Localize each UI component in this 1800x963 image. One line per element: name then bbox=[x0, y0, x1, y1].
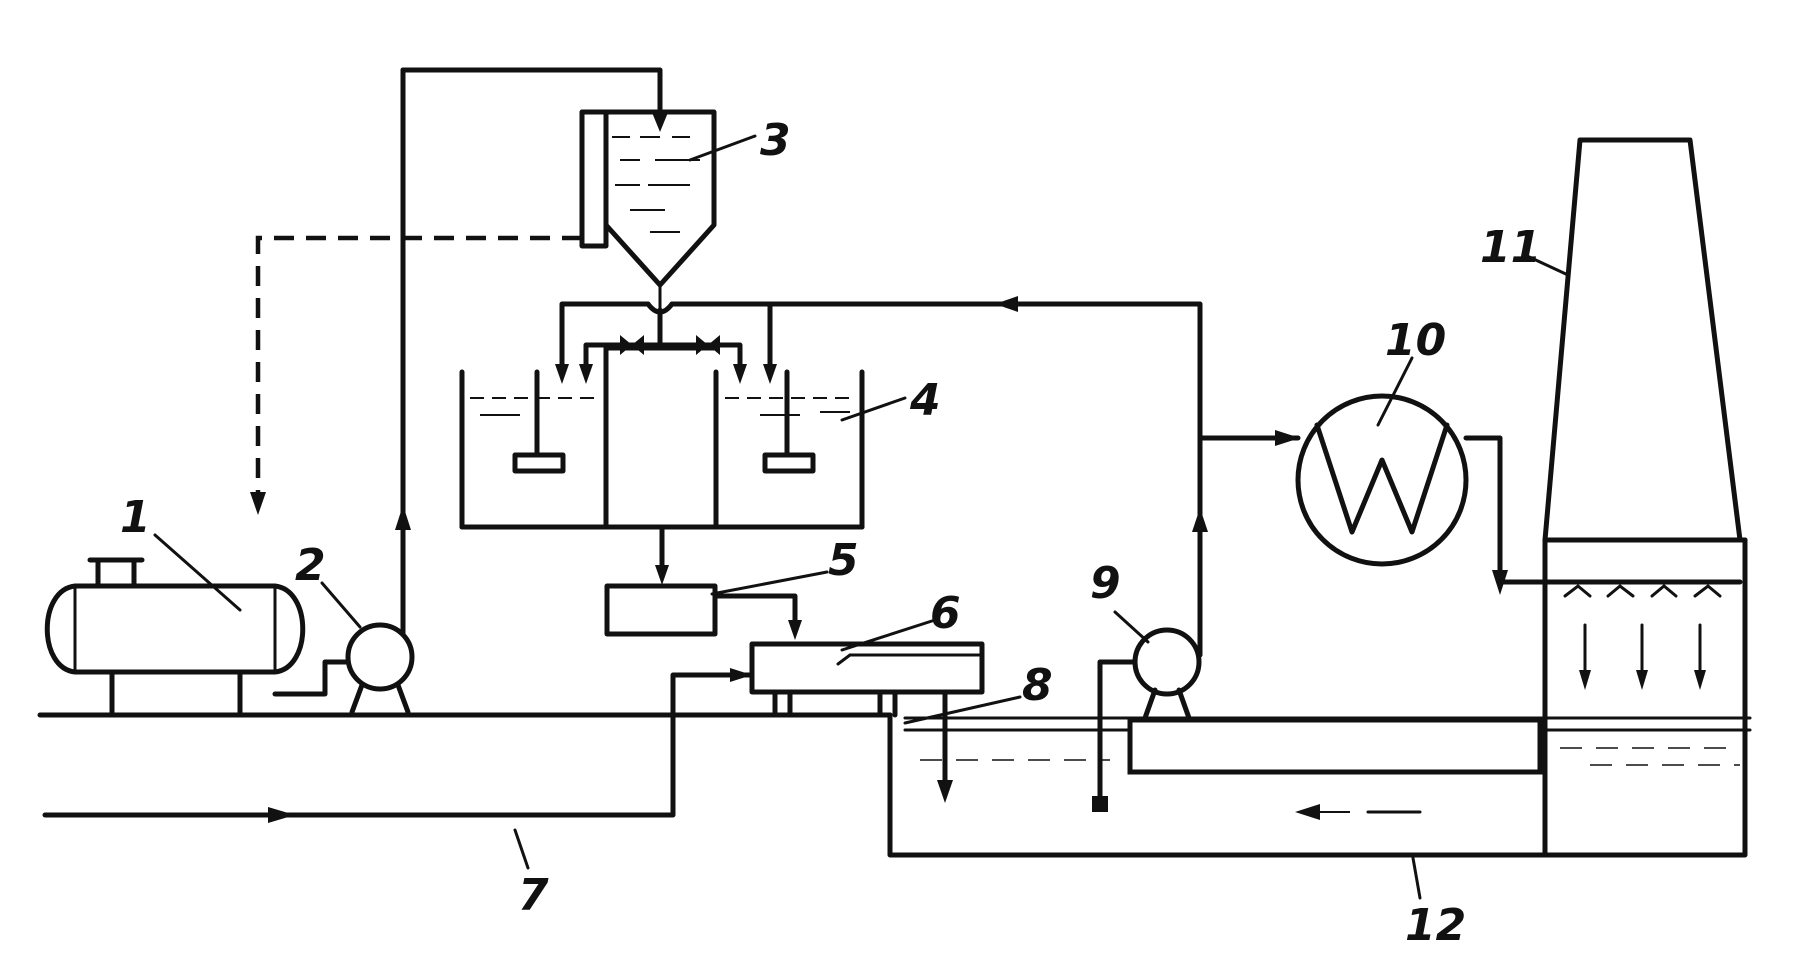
callout-9: 9 bbox=[1090, 558, 1121, 609]
feed-pump bbox=[272, 67, 669, 715]
collector-box bbox=[604, 583, 802, 640]
cooling-tower bbox=[1542, 137, 1748, 858]
callout-11: 11 bbox=[1480, 222, 1541, 273]
recycle-line bbox=[555, 296, 1203, 423]
callout-7: 7 bbox=[518, 870, 549, 921]
dosing-tank bbox=[250, 109, 717, 515]
leader-lines bbox=[153, 134, 1570, 900]
callout-8: 8 bbox=[1022, 660, 1053, 711]
callout-3: 3 bbox=[760, 115, 791, 166]
clarifier bbox=[670, 641, 985, 803]
mixing-tanks bbox=[459, 307, 865, 585]
callout-12: 12 bbox=[1405, 900, 1466, 951]
callouts: 1 2 3 4 5 6 7 8 9 10 11 12 bbox=[120, 115, 1541, 951]
raw-water-inlet bbox=[42, 712, 676, 823]
callout-1: 1 bbox=[120, 492, 151, 543]
callout-10: 10 bbox=[1385, 315, 1446, 366]
callout-4: 4 bbox=[909, 375, 941, 426]
circulation-pump bbox=[1092, 417, 1208, 812]
heat-exchanger bbox=[1197, 393, 1743, 595]
callout-2: 2 bbox=[295, 540, 326, 591]
callout-5: 5 bbox=[828, 535, 859, 586]
basin-channel bbox=[887, 537, 1752, 858]
callout-6: 6 bbox=[930, 588, 961, 639]
storage-tank bbox=[44, 557, 306, 718]
